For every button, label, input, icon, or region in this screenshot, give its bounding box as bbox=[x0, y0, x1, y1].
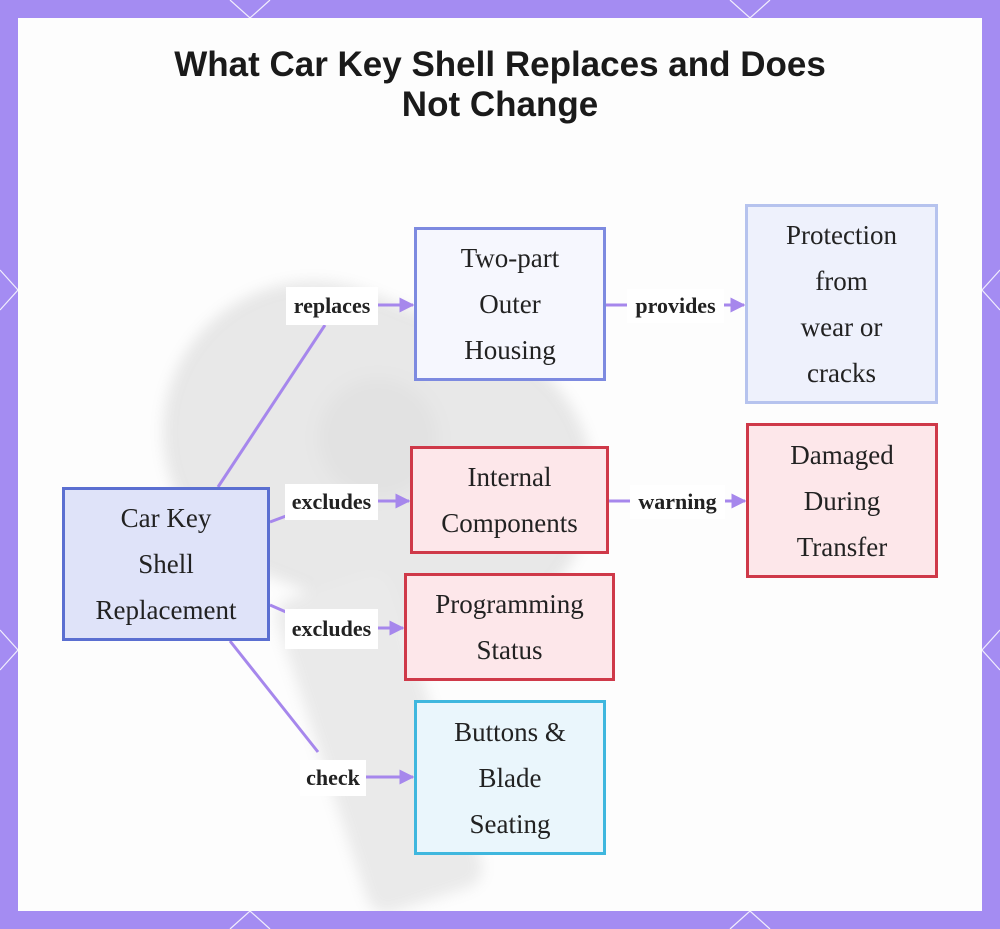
edge-label-check: check bbox=[300, 760, 366, 796]
diagram-title: What Car Key Shell Replaces and Does Not… bbox=[0, 45, 1000, 125]
edge-excludes-programming bbox=[269, 603, 287, 614]
node-line: Two-part bbox=[460, 243, 560, 273]
node-protection-from-wear: Protection from wear or cracks bbox=[745, 204, 938, 404]
node-line: Components bbox=[441, 508, 578, 538]
node-line: Blade bbox=[478, 762, 542, 793]
node-programming-status: Programming Status bbox=[404, 573, 615, 681]
edge-label-excludes-programming: excludes bbox=[285, 609, 378, 649]
node-internal-components: Internal Components bbox=[410, 446, 609, 554]
title-line-1: What Car Key Shell Replaces and Does bbox=[174, 45, 826, 84]
node-line: from bbox=[815, 266, 868, 296]
node-line: Transfer bbox=[796, 531, 888, 562]
node-line: Seating bbox=[469, 808, 551, 839]
node-line: Outer bbox=[479, 289, 541, 319]
edge-check bbox=[228, 640, 320, 753]
node-line: Car Key bbox=[120, 503, 212, 533]
node-line: Status bbox=[476, 635, 543, 665]
edge-replaces bbox=[216, 324, 327, 488]
edge-excludes-internal bbox=[269, 514, 287, 524]
node-line: Damaged bbox=[790, 439, 894, 470]
node-car-key-shell-replacement: Car Key Shell Replacement bbox=[62, 487, 270, 641]
edge-label-warning: warning bbox=[630, 485, 725, 519]
edge-label-excludes-internal: excludes bbox=[285, 484, 378, 520]
node-line: Protection bbox=[786, 220, 897, 250]
edge-label-replaces: replaces bbox=[286, 287, 378, 325]
title-line-2: Not Change bbox=[401, 85, 599, 124]
node-buttons-blade-seating: Buttons & Blade Seating bbox=[414, 700, 606, 855]
node-line: wear or bbox=[800, 312, 883, 342]
node-line: During bbox=[803, 485, 881, 516]
node-line: Housing bbox=[464, 335, 556, 365]
node-line: Buttons & bbox=[454, 716, 566, 747]
node-line: cracks bbox=[807, 358, 876, 388]
edge-label-provides: provides bbox=[627, 289, 724, 323]
node-damaged-during-transfer: Damaged During Transfer bbox=[746, 423, 938, 578]
node-line: Programming bbox=[435, 589, 584, 619]
node-line: Replacement bbox=[95, 595, 237, 625]
node-line: Shell bbox=[138, 549, 194, 579]
node-line: Internal bbox=[467, 462, 552, 492]
node-two-part-outer-housing: Two-part Outer Housing bbox=[414, 227, 606, 381]
